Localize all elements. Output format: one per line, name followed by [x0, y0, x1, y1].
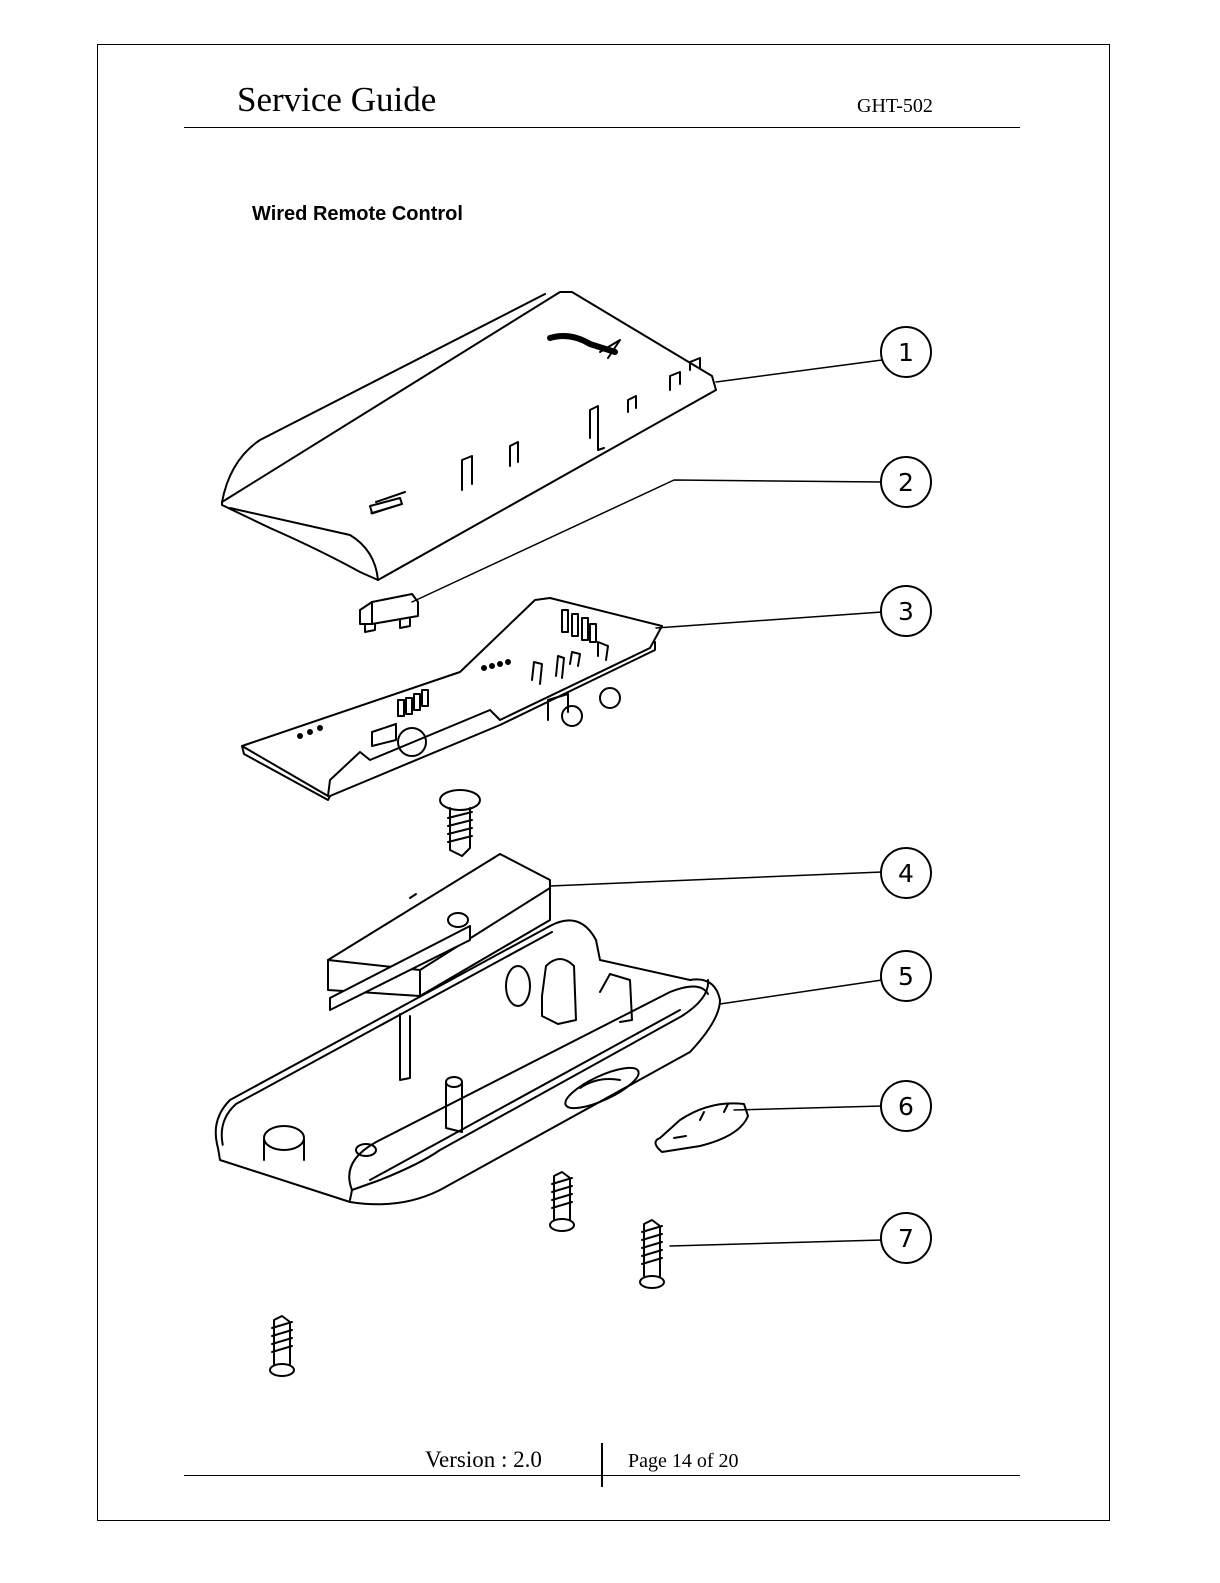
footer-divider — [601, 1443, 603, 1487]
page-number: Page 14 of 20 — [628, 1449, 739, 1473]
exploded-view-diagram: 1 2 3 4 5 6 7 — [200, 280, 980, 1400]
circuit-board-part — [242, 598, 662, 800]
footer-rule — [184, 1475, 1020, 1476]
callout-5: 5 — [881, 951, 931, 1001]
top-cover-part — [222, 292, 716, 580]
version-label: Version : 2.0 — [425, 1446, 542, 1474]
callout-2: 2 — [881, 457, 931, 507]
header-rule — [184, 127, 1020, 128]
callout-2-number: 2 — [898, 468, 914, 497]
screw-middle — [550, 1172, 574, 1231]
section-heading: Wired Remote Control — [252, 202, 463, 226]
screw-lower-right — [640, 1220, 664, 1288]
callout-4: 4 — [881, 848, 931, 898]
callout-7: 7 — [881, 1213, 931, 1263]
callout-3-number: 3 — [898, 597, 914, 626]
callout-5-number: 5 — [898, 962, 914, 991]
callout-1: 1 — [881, 327, 931, 377]
model-number: GHT-502 — [857, 94, 933, 118]
document-title: Service Guide — [237, 80, 436, 120]
callout-6-number: 6 — [898, 1092, 914, 1121]
callout-3: 3 — [881, 586, 931, 636]
callout-7-number: 7 — [898, 1224, 914, 1253]
callout-4-number: 4 — [898, 859, 914, 888]
screw-lower-left — [270, 1316, 294, 1376]
button-switch-part — [360, 594, 418, 632]
screw-upper — [440, 790, 480, 856]
callout-1-number: 1 — [898, 338, 914, 367]
callout-6: 6 — [881, 1081, 931, 1131]
